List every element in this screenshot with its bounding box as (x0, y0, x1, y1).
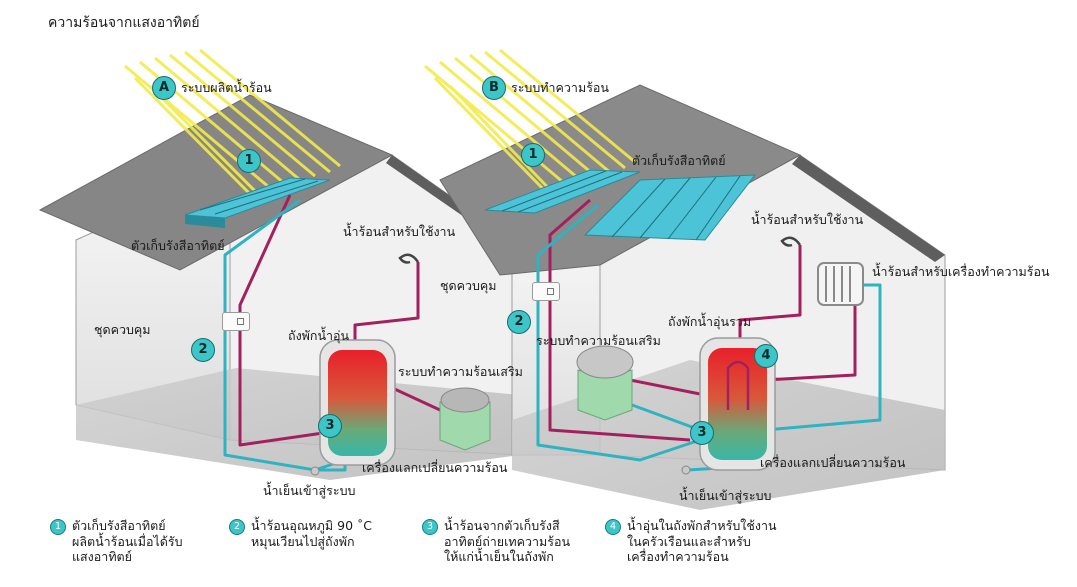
marker-3-a: 3 (318, 414, 342, 438)
aux-heater-b (576, 345, 634, 421)
control-unit-a (222, 312, 250, 331)
marker-1-b: 1 (521, 143, 545, 167)
collector-a (184, 177, 331, 228)
heater-b-label: น้ำร้อนสำหรับเครื่องทำความร้อน (872, 264, 1050, 279)
note-3-line-3: ให้แก่น้ำเย็นในถังพัก (444, 549, 554, 564)
marker-2-b: 2 (507, 310, 531, 334)
control-a-label: ชุดควบคุม (94, 322, 151, 337)
note-2-line-1: น้ำร้อนอุณหภูมิ 90 ˚C (251, 518, 372, 533)
control-unit-b (532, 282, 560, 301)
tank-b-label: ถังพักน้ำอุ่นรวม (668, 314, 752, 329)
aux-b-label: ระบบทำความร้อนเสริม (536, 333, 661, 348)
exchanger-a-label: เครื่องแลกเปลี่ยนความร้อน (362, 460, 508, 475)
heater-pipe-b (764, 290, 857, 382)
note-3-line-2: อาทิตย์ถ่ายเทความร้อน (444, 533, 571, 549)
note-1-line-2: ผลิตน้ำร้อนเมื่อได้รับ (72, 533, 183, 549)
collector-b-label: ตัวเก็บรังสีอาทิตย์ (632, 153, 726, 168)
system-b-badge: B (482, 76, 506, 100)
radiator-b (817, 262, 864, 306)
aux-heater-a (439, 387, 491, 451)
shower-a-icon (398, 253, 420, 264)
note-1: 1 ตัวเก็บรังสีอาทิตย์ผลิตน้ำร้อนเมื่อได้ร… (50, 518, 220, 565)
control-b-label: ชุดควบคุม (440, 278, 497, 293)
cold-in-b-label: น้ำเย็นเข้าสู่ระบบ (679, 488, 772, 503)
note-2-number: 2 (229, 519, 245, 535)
tank-b (699, 337, 776, 471)
diagram-title: ความร้อนจากแสงอาทิตย์ (48, 15, 200, 31)
collector-b-small (484, 169, 641, 214)
note-4: 4 น้ำอุ่นในถังพักสำหรับใช้งานในครัวเรือนแ… (605, 518, 805, 565)
note-1-number: 1 (50, 519, 66, 535)
hot-water-b-label: น้ำร้อนสำหรับใช้งาน (751, 212, 864, 227)
house-b (439, 84, 946, 510)
tank-a (319, 339, 396, 466)
note-4-line-2: ในครัวเรือนและสำหรับ (627, 533, 751, 549)
collector-a-label: ตัวเก็บรังสีอาทิตย์ (131, 238, 225, 253)
hot-water-a-label: น้ำร้อนสำหรับใช้งาน (343, 224, 456, 239)
sun-rays-a (124, 48, 341, 200)
exchanger-b-label: เครื่องแลกเปลี่ยนความร้อน (760, 455, 906, 470)
note-4-number: 4 (605, 519, 621, 535)
system-b-name: ระบบทำความร้อน (511, 80, 609, 95)
note-1-line-1: ตัวเก็บรังสีอาทิตย์ (72, 518, 166, 533)
collector-b-large (583, 174, 757, 241)
cold-inlet-a (310, 466, 320, 476)
cold-pipe-b (536, 203, 701, 462)
house-b-roof-edge (792, 155, 945, 262)
marker-1-a: 1 (237, 149, 261, 173)
hot-pipe-b (548, 198, 691, 442)
note-4-line-3: เครื่องทำความร้อน (627, 549, 729, 564)
aux-a-label: ระบบทำความร้อนเสริม (398, 364, 523, 379)
note-1-line-3: แสงอาทิตย์ (72, 549, 132, 564)
cold-inlet-b (681, 465, 691, 475)
marker-4-b: 4 (754, 344, 778, 368)
cold-in-a-label: น้ำเย็นเข้าสู่ระบบ (263, 483, 356, 498)
sun-rays-b (424, 48, 636, 202)
shower-b-icon (780, 236, 802, 247)
note-4-line-1: น้ำอุ่นในถังพักสำหรับใช้งาน (627, 518, 777, 533)
note-2-line-2: หมุนเวียนไปสู่ถังพัก (251, 533, 355, 549)
tank-a-label: ถังพักน้ำอุ่น (288, 328, 350, 343)
marker-2-a: 2 (191, 338, 215, 362)
heater-return-b (764, 283, 882, 432)
system-a-name: ระบบผลิตน้ำร้อน (181, 80, 272, 95)
note-3: 3 น้ำร้อนจากตัวเก็บรังสีอาทิตย์ถ่ายเทความ… (422, 518, 592, 565)
marker-3-b: 3 (690, 421, 714, 445)
note-3-line-1: น้ำร้อนจากตัวเก็บรังสี (444, 518, 560, 533)
note-3-number: 3 (422, 519, 438, 535)
system-a-badge: A (152, 76, 176, 100)
